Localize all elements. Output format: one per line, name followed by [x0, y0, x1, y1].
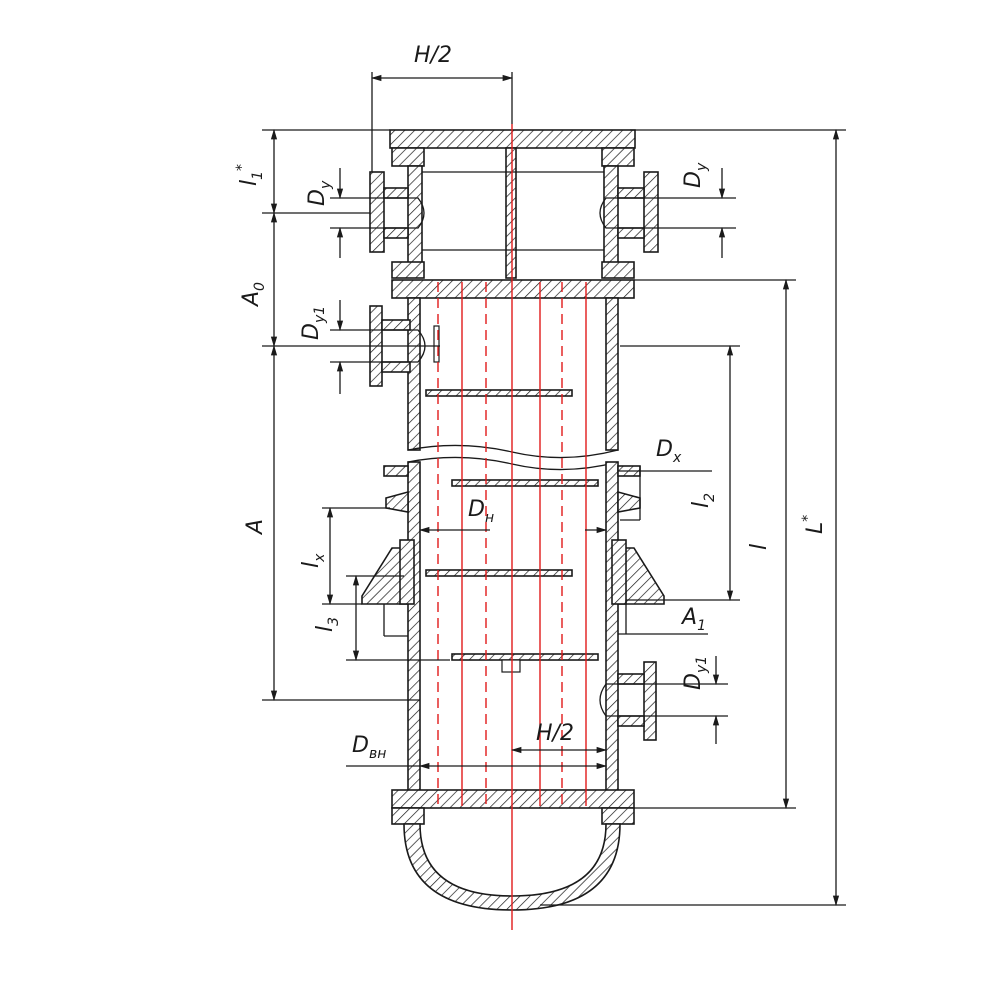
outlet-nozzle-right: [599, 171, 659, 253]
label-a1: A1: [680, 605, 706, 634]
label-dy-right: Dy: [681, 162, 710, 188]
bottom-head: [391, 807, 635, 911]
dimension-labels: H/2 l1* Dy Dy A0 Dy1 Dx l2 Dн A l L*: [234, 43, 828, 762]
label-a0: A0: [239, 282, 268, 308]
label-l3: l3: [313, 617, 342, 632]
top-cover: [389, 129, 636, 279]
support-bracket-right: [611, 539, 665, 605]
dimension-lines: [262, 72, 846, 907]
label-a: A: [243, 519, 268, 536]
label-dh: Dн: [468, 497, 494, 526]
label-l: l: [747, 544, 772, 550]
label-l-star: L*: [800, 515, 828, 534]
label-dy-left: Dy: [305, 180, 334, 206]
label-l1: l1*: [234, 164, 266, 186]
label-dy1-right: Dy1: [681, 656, 710, 690]
label-l2: l2: [689, 493, 718, 508]
top-tube-sheet: [391, 279, 635, 299]
label-lx: lx: [299, 553, 328, 568]
inlet-nozzle-left: [369, 171, 425, 253]
label-dy1-left: Dy1: [299, 306, 328, 340]
tubes: [437, 124, 587, 930]
baffles: [425, 389, 599, 673]
label-h-half-top: H/2: [414, 43, 452, 68]
label-h-half-bottom: H/2: [536, 721, 574, 746]
shell-nozzle-lower: [599, 661, 657, 741]
support-bracket-left: [361, 539, 415, 605]
label-dvn: Dвн: [352, 733, 386, 762]
label-dx: Dx: [656, 437, 682, 466]
bottom-tube-sheet: [391, 789, 635, 809]
